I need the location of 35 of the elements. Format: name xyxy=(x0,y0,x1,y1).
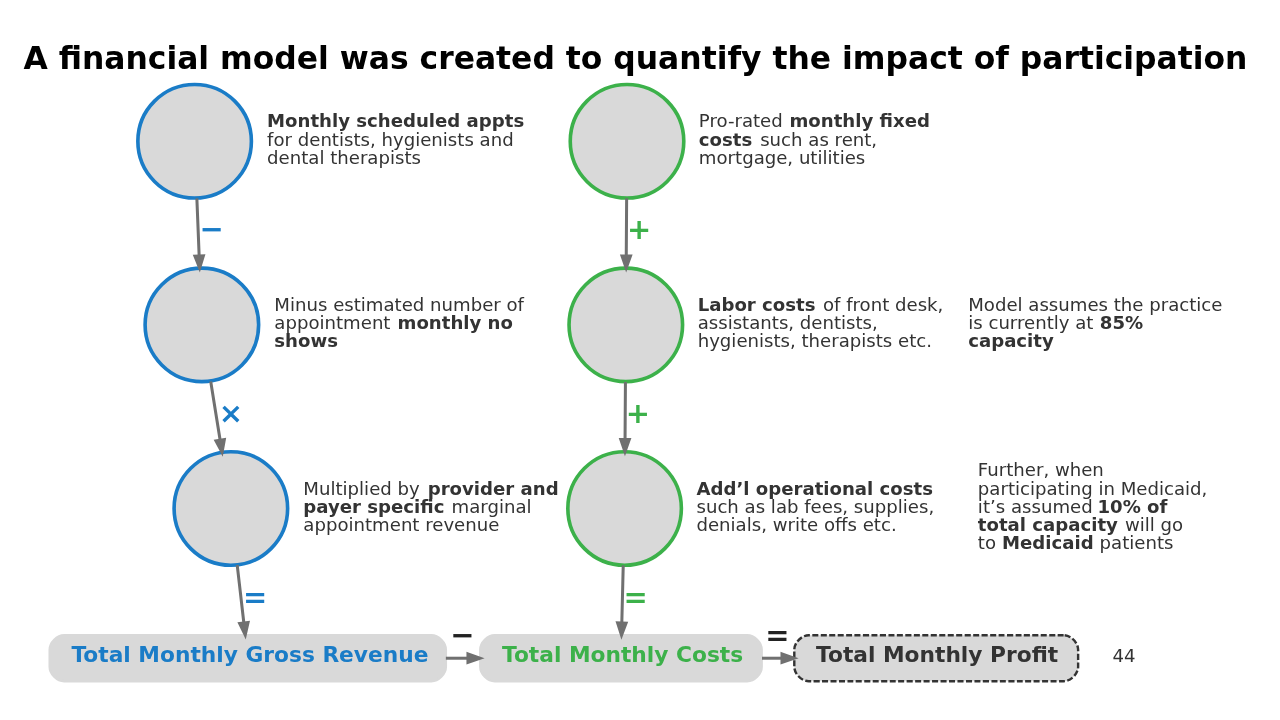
node-circle xyxy=(566,449,684,567)
node-box: Total Monthly Gross Revenue xyxy=(48,633,448,682)
edge-label: = xyxy=(765,617,790,652)
edge-label: + xyxy=(627,211,652,246)
node-box: Total Monthly Costs xyxy=(479,633,763,682)
arrow xyxy=(615,564,629,640)
edge-label: = xyxy=(623,579,648,614)
diagram-title: A financial model was created to quantify the impact of participation xyxy=(23,39,1248,76)
arrow xyxy=(192,197,206,273)
node-box: Total Monthly Profit xyxy=(793,633,1080,682)
edge-label: + xyxy=(625,395,651,430)
node-label: Minus estimated number of appointment monthly no shows xyxy=(274,293,524,351)
arrow xyxy=(209,380,227,457)
edge-label: − xyxy=(450,617,475,652)
arrow xyxy=(619,197,633,273)
edge-label: − xyxy=(199,211,224,246)
arrow xyxy=(762,651,799,665)
node-circle xyxy=(568,82,686,200)
node-label: Add’l operational costs such as lab fees, supplies, denials, write offs etc. xyxy=(696,477,935,535)
node-label: Monthly scheduled appts for dentists, hygienists and dental therapists xyxy=(267,109,525,168)
label: Further, when participating in Medicaid, it’s assumed 10% of total capacity will go to Medicaid patients xyxy=(977,458,1208,553)
node-circle xyxy=(136,82,254,200)
node-label: Labor costs of front desk, assistants, dentists, hygienists, therapists etc. xyxy=(697,293,944,351)
node-circle xyxy=(172,449,290,567)
node-label: Pro-rated monthly fixed costs such as rent, mortgage, utilities xyxy=(698,109,930,168)
edge-label: × xyxy=(218,395,244,430)
edge-label: = xyxy=(242,579,268,614)
arrow xyxy=(445,651,485,665)
node-circle xyxy=(567,265,685,383)
label: 44 xyxy=(1112,644,1136,666)
node-label: Multiplied by provider and payer specific marginal appointment revenue xyxy=(303,477,559,535)
label: Model assumes the practice is currently at 85% capacity xyxy=(968,293,1223,351)
arrow xyxy=(235,564,250,639)
arrow xyxy=(618,381,632,456)
node-circle xyxy=(143,265,261,383)
